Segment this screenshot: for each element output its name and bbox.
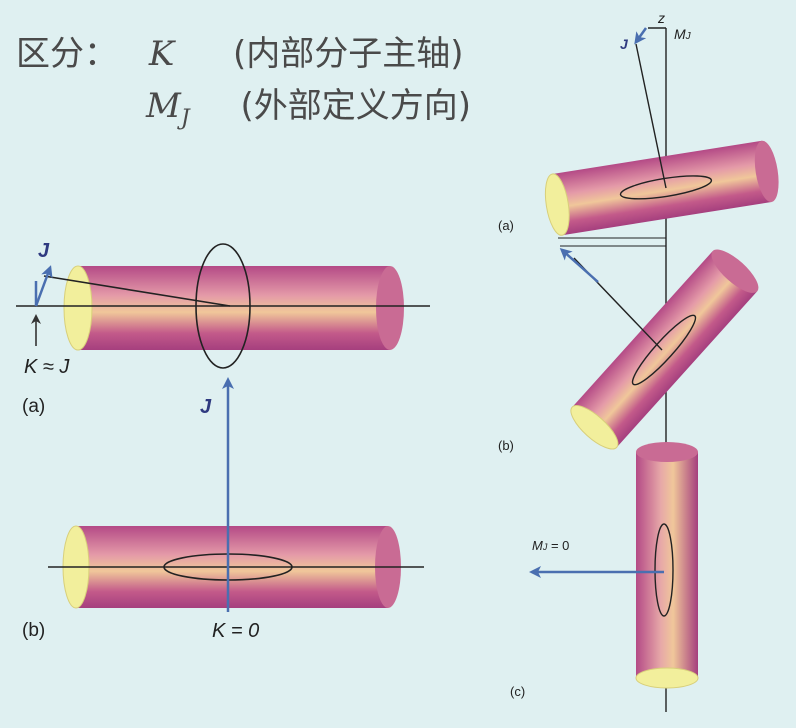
- left-a-j-line: [43, 275, 231, 307]
- heading-prefix: 区分：: [16, 34, 118, 74]
- right-a-j-line: [635, 43, 667, 189]
- right-b-tag: (b): [498, 438, 514, 453]
- left-b-k-label: K = 0: [212, 620, 260, 642]
- left-a-rod: [63, 265, 404, 351]
- right-c-tag: (c): [510, 684, 526, 699]
- left-a-rotation-ellipse: [195, 243, 251, 369]
- right-c-rod: [635, 442, 699, 689]
- heading-row-1: 区分： K (内部分子主轴): [16, 26, 464, 75]
- right-mj-zero-subscript: J: [542, 542, 548, 552]
- right-b-j-arrow: [559, 248, 599, 283]
- right-b-rod: [570, 249, 759, 450]
- mj-subscript: J: [180, 106, 190, 131]
- right-mj-zero-value: = 0: [547, 538, 570, 553]
- heading-row-2: MJ (外部定义方向): [146, 78, 471, 131]
- left-a-j-label: J: [38, 240, 50, 262]
- right-z-label: z: [658, 10, 665, 26]
- right-mj-label: MJ: [674, 26, 691, 42]
- right-mj-subscript: J: [685, 31, 691, 42]
- right-mj-zero-label: MJ = 0: [532, 538, 569, 553]
- left-a-j-arrow: [34, 265, 53, 307]
- k-symbol: K: [148, 34, 175, 74]
- right-mj-symbol: M: [674, 26, 686, 42]
- left-b-tag: (b): [22, 620, 46, 641]
- right-a-tag: (a): [498, 218, 514, 233]
- right-a-rod: [544, 140, 779, 236]
- left-a-tag: (a): [22, 396, 46, 417]
- mj-symbol: M: [146, 86, 181, 126]
- right-mj-zero-symbol: M: [532, 538, 543, 553]
- left-a-k-label: K ≈ J: [24, 356, 70, 378]
- mj-description: (外部定义方向): [240, 86, 471, 126]
- right-a-j-arrow: [634, 27, 648, 45]
- left-b-j-label: J: [200, 396, 212, 418]
- k-description: (内部分子主轴): [233, 34, 464, 74]
- right-c-rotation-ellipse: [654, 523, 674, 617]
- right-j-label: J: [620, 36, 628, 52]
